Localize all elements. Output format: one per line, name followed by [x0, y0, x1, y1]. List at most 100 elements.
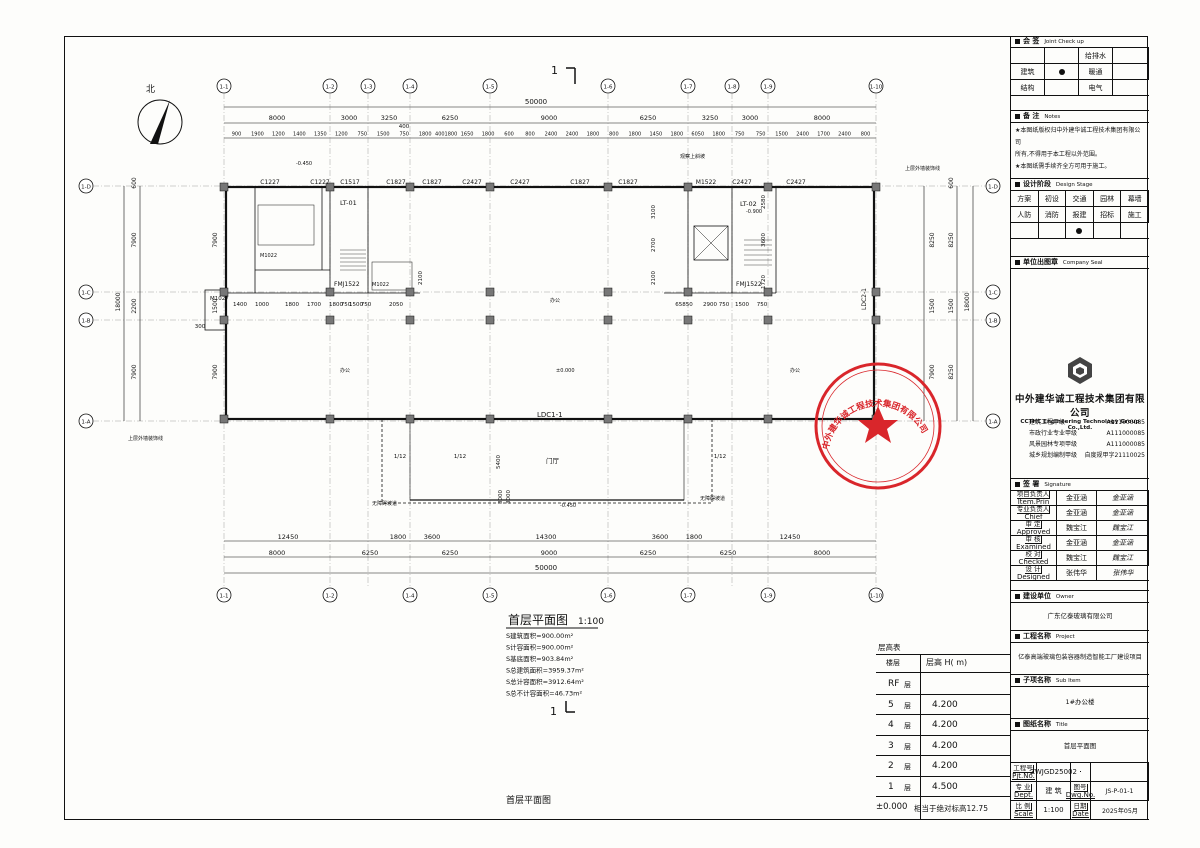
misc-dim: 5400	[496, 455, 502, 469]
drawing-title-section: 图纸名称 Title 首层平面图	[1011, 718, 1149, 762]
top-sub-dim: 1200	[272, 132, 285, 138]
top-dimension-group	[224, 106, 876, 139]
meta-label2-en: Date	[1072, 809, 1089, 818]
misc-dim: 3100	[651, 205, 657, 219]
meta-label-en: Scale	[1014, 809, 1033, 818]
top-sub-dim: 600	[504, 132, 514, 138]
top-sub-dim: 900	[232, 132, 242, 138]
sign-signature: 张伟华	[1097, 566, 1149, 581]
stage-cell: 幕墙	[1121, 191, 1149, 207]
joint-cell	[1045, 80, 1079, 96]
window-label: C1827	[618, 179, 638, 186]
window-label: C2427	[786, 179, 806, 186]
lt01-label: LT-01	[340, 199, 357, 207]
area-line: S总建筑面积=3959.37m²	[506, 666, 584, 675]
structural-column	[219, 315, 229, 325]
overall-dim-bottom: 50000	[535, 564, 557, 572]
top-span-dim: 3000	[341, 114, 358, 122]
right-dim-outer: 18000	[964, 292, 971, 311]
top-span-dim: 3000	[742, 114, 759, 122]
m1022a-label: M1022	[260, 253, 277, 259]
meta-label2-cn: 日期	[1073, 801, 1088, 811]
floor-unit: 层	[904, 783, 911, 792]
window-label: C2427	[462, 179, 482, 186]
license-label: 市政行业专业甲级	[1029, 430, 1078, 437]
meta-label-cn: 工程号	[1013, 763, 1034, 773]
structural-column	[405, 414, 415, 424]
grid-label-top: 1-7	[684, 85, 693, 91]
top-sub-dim: 1800	[629, 132, 642, 138]
m1022b-label: M1022	[372, 282, 389, 288]
floor-table-title: 层高表	[878, 643, 901, 652]
building-walls	[204, 185, 876, 504]
window-label: C1227	[260, 179, 280, 186]
sign-signature: 金亚涵	[1097, 506, 1149, 521]
floor-height: 4.200	[932, 761, 958, 771]
left-dim: 7900	[131, 232, 138, 247]
bottom-caption: 首层平面图	[506, 794, 551, 806]
grid-label-bottom: 1-6	[604, 594, 613, 600]
structural-column	[763, 414, 773, 424]
structural-column	[603, 287, 613, 297]
bottom-outer-dim: 1800	[686, 533, 703, 541]
floor-number: 4	[888, 720, 894, 730]
joint-cell	[1045, 64, 1079, 80]
bottom-outer-dim: 14300	[536, 533, 557, 541]
stage-cell: 园林	[1093, 191, 1122, 207]
note-ramp-2: 无障碍坡道	[700, 495, 725, 502]
floor-height: 4.200	[932, 699, 958, 710]
title-block: 会 签 Joint Check up 给排水建筑暖通结构电气 备 注 Notes…	[1010, 36, 1149, 820]
joint-check-section: 会 签 Joint Check up 给排水建筑暖通结构电气	[1011, 36, 1149, 98]
misc-dim: 750	[341, 302, 352, 308]
structural-column	[325, 287, 335, 297]
sign-signature: 金亚涵	[1097, 536, 1149, 551]
note-line: 所有,不得用于本工程以外范围。	[1015, 151, 1101, 158]
top-sub-dim: 2400	[838, 132, 851, 138]
grid-label-bottom: 1-1	[220, 594, 229, 600]
misc-dim: 65850	[675, 302, 693, 308]
misc-dim: 2100	[651, 271, 657, 285]
structural-column	[405, 182, 415, 192]
sign-signature: 魏宝江	[1097, 521, 1149, 536]
license-no: A111000085	[1106, 430, 1145, 437]
license-no: 自度规甲字21110025	[1084, 452, 1145, 459]
structural-column	[763, 182, 773, 192]
left-dim-inner: 7900	[212, 232, 219, 247]
grid-label-right: 1-D	[988, 185, 998, 191]
sign-role-cn: 设 计	[1025, 564, 1042, 574]
grid-label-bottom: 1-2	[326, 594, 335, 600]
misc-dim: 1720	[761, 275, 767, 289]
floor-unit: 层	[904, 763, 911, 771]
window-label: M1522	[696, 179, 717, 186]
top-span-dim: 9000	[541, 114, 558, 122]
area-line: S建筑面积=900.00m²	[506, 631, 574, 640]
meta-value2: 2025年05月	[1091, 801, 1149, 820]
sign-role-en: Designed	[1017, 572, 1050, 581]
meta-label-cn: 比 例	[1015, 801, 1032, 811]
misc-dim: 1700	[307, 302, 321, 308]
floor-number: 5	[888, 699, 894, 710]
grid-bubble-bottom	[600, 587, 616, 603]
structural-column	[763, 287, 773, 297]
table-row-line	[876, 714, 1010, 715]
misc-dim: 750	[719, 302, 730, 308]
owner-section: 建设单位 Owner 广东亿泰玻璃有限公司	[1011, 590, 1149, 630]
notes-section: 备 注 Notes ★本图纸版权归中外建华诚工程技术集团有限公司所有,不得用于本…	[1011, 110, 1149, 208]
m1027-label: M1027	[210, 296, 229, 302]
subitem-name: 1#办公楼	[1065, 698, 1095, 706]
joint-cell: 结构	[1011, 80, 1045, 96]
misc-dim: 300	[195, 324, 206, 330]
room-lobby: 门厅	[546, 456, 560, 465]
meta-label2-cn	[1080, 771, 1081, 772]
top-sub-dim: 1800	[419, 132, 432, 138]
stage-mark-cell	[1011, 223, 1039, 239]
